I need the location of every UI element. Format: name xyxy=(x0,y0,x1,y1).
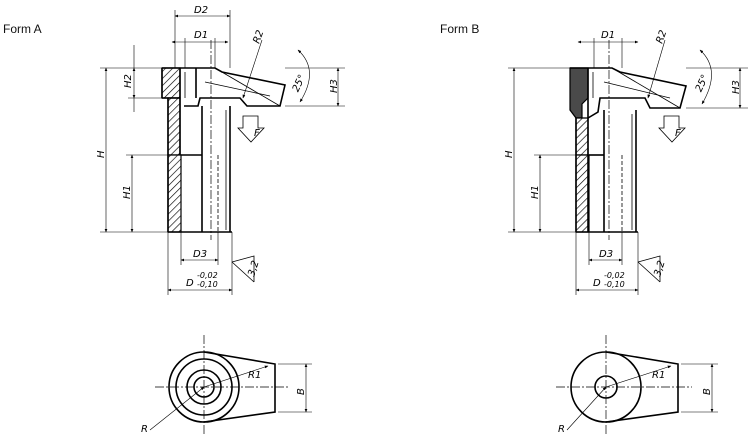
form-b-lever-outline xyxy=(605,351,679,423)
form-a-h-label: H xyxy=(96,150,107,158)
form-a-r-label: R xyxy=(141,424,148,435)
form-b-b-label: B xyxy=(702,388,713,395)
form-a-force-arrow xyxy=(237,115,265,143)
form-a-shank-hatch-upper xyxy=(167,97,181,156)
form-a-shank-hatch-lower xyxy=(167,154,182,233)
form-a-r1-label: R1 xyxy=(248,370,261,381)
form-b-h-label: H xyxy=(504,150,515,158)
form-a-bore-circle xyxy=(193,376,215,398)
form-b-r1-label: R1 xyxy=(652,370,665,381)
form-a-title: Form A xyxy=(3,22,42,36)
form-b-force-arrow xyxy=(658,115,686,143)
form-b-h1-label: H1 xyxy=(530,185,541,199)
form-b-surface-label: 3,2 xyxy=(652,259,667,278)
form-a-b-label: B xyxy=(296,388,307,395)
form-b-h3-label: H3 xyxy=(731,80,742,94)
form-a-h1-label: H1 xyxy=(122,185,133,199)
form-a-top-view: R1 R B xyxy=(141,335,312,435)
form-a-d1-label: D1 xyxy=(194,30,208,41)
form-b-d-label: D xyxy=(593,278,601,289)
form-b-d3-label: D3 xyxy=(599,249,613,260)
form-a-d3-label: D3 xyxy=(193,249,207,260)
form-a-middle-circle xyxy=(186,369,222,405)
form-b-r2-label: R2 xyxy=(655,29,670,45)
form-a-tol-upper: -0,02 xyxy=(197,271,218,280)
form-a-d2-label: D2 xyxy=(194,5,208,16)
form-a-surface-label: 3,2 xyxy=(246,259,261,278)
form-a-h2-label: H2 xyxy=(123,74,134,88)
form-b-top-view: R1 R B xyxy=(556,335,718,435)
form-b-shank-hatch-upper xyxy=(575,117,589,156)
form-b-shank-hatch-lower xyxy=(575,154,590,233)
form-a-lever-outline xyxy=(203,351,276,423)
form-b-head-section xyxy=(569,67,589,119)
form-a-outer-circle xyxy=(168,351,240,423)
form-b-tol-lower: -0,10 xyxy=(604,280,625,289)
form-a-force-label: F xyxy=(254,128,260,139)
form-b-outer-circle xyxy=(570,351,642,423)
form-a-h3-label: H3 xyxy=(329,79,340,93)
form-b-r-label: R xyxy=(558,424,565,435)
form-a-r2-label: R2 xyxy=(252,29,267,45)
form-a-d-label: D xyxy=(186,278,194,289)
form-a-head-hatch xyxy=(161,67,181,99)
form-b-tol-upper: -0,02 xyxy=(604,271,625,280)
form-a-surface-symbol xyxy=(231,255,255,282)
form-b-title: Form B xyxy=(440,22,480,36)
form-b-surface-symbol xyxy=(637,255,661,282)
form-a-section-view: F D2 D1 R2 25° H3 H2 H H1 xyxy=(96,5,345,295)
form-b-force-label: F xyxy=(675,128,681,139)
form-b-d1-label: D1 xyxy=(601,30,615,41)
form-a-tol-lower: -0,10 xyxy=(197,280,218,289)
form-b-bore-circle xyxy=(594,375,618,399)
form-b-section-view: F D1 R2 25° H3 H H1 D3 D -0, xyxy=(504,29,748,295)
